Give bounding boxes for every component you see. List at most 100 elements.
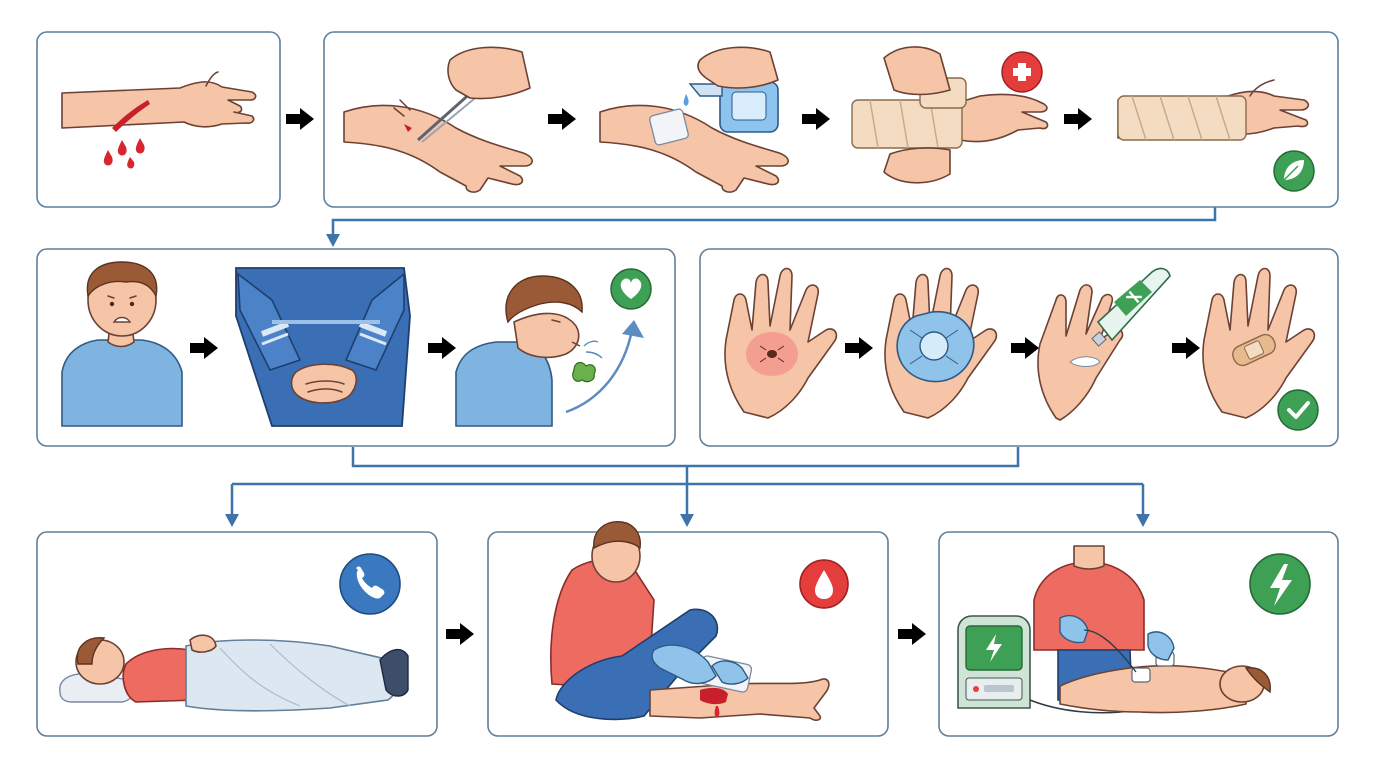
ice-pack-folds	[909, 329, 959, 365]
strip-pad	[1243, 340, 1265, 360]
eye	[129, 301, 135, 307]
ice-pack-cap	[919, 331, 949, 361]
connector-split-row3	[230, 466, 1145, 517]
injured-leg	[649, 678, 830, 721]
tube-cross	[1126, 290, 1142, 304]
relief-arrow	[565, 329, 634, 414]
bandage-wrap	[1117, 95, 1247, 141]
hand-top	[883, 46, 951, 96]
connector-row2-merge	[351, 447, 1020, 468]
tube-cap	[1091, 331, 1107, 347]
expel-object	[455, 275, 644, 427]
insect	[767, 350, 777, 358]
leg-wound	[700, 687, 728, 705]
forearm-illustration	[343, 104, 533, 193]
hand-bottom	[883, 147, 951, 184]
cough-lines	[583, 340, 603, 359]
blood-drop	[714, 706, 720, 718]
clasped-hands	[290, 363, 358, 404]
cut-arm-bleeding	[61, 71, 257, 169]
hair	[86, 261, 158, 299]
blood-drop	[117, 140, 127, 156]
blood-drop	[135, 138, 145, 154]
apply-ointment	[1037, 267, 1171, 421]
step-arrow	[286, 108, 314, 130]
step-arrow	[446, 623, 474, 645]
finger-lines	[305, 380, 345, 393]
blanket-folds	[219, 643, 351, 707]
rescuer-neck	[1073, 545, 1105, 570]
bottle-label	[731, 91, 767, 121]
hair	[505, 275, 583, 324]
remove-debris-tweezers	[343, 46, 533, 193]
aed-button	[973, 686, 979, 692]
tweezers-tool	[421, 93, 481, 143]
thumb-line	[1249, 79, 1275, 97]
mouth	[571, 341, 581, 347]
connector-arrowhead	[680, 514, 694, 527]
panel-wound-care	[323, 31, 1339, 208]
adhesive-bandage	[1202, 267, 1316, 419]
eyebrows	[107, 295, 137, 299]
eye	[109, 301, 115, 307]
jeans	[555, 608, 719, 721]
blood-drop	[103, 150, 113, 166]
aed-bolt	[986, 634, 1002, 662]
bandage-layers	[1131, 95, 1231, 141]
connectors	[225, 207, 1217, 527]
ointment-dab	[1069, 356, 1101, 367]
connector-arrowhead	[225, 514, 239, 527]
motion-lines	[393, 99, 411, 117]
blood-drop	[127, 157, 135, 169]
hair	[593, 521, 641, 550]
gloved-hand	[651, 644, 717, 685]
gauze-pad	[649, 108, 689, 146]
feet	[379, 649, 409, 697]
distressed-child	[61, 261, 183, 427]
bottle-pump	[688, 83, 723, 97]
expelled-object	[572, 361, 596, 383]
connector-arrowhead	[326, 234, 340, 247]
closed-eye	[551, 319, 561, 323]
thumb-line	[205, 71, 219, 87]
bandaged-arm	[1117, 79, 1310, 141]
bandage-wrap	[851, 99, 963, 149]
cut-wound	[112, 100, 150, 132]
lightning-icon	[1249, 553, 1311, 615]
reflective-stripes	[260, 321, 388, 337]
face	[513, 312, 580, 359]
plus-cross-icon	[1001, 51, 1043, 93]
hand-on-pump	[697, 46, 779, 89]
pad-wire	[1083, 629, 1137, 673]
hair	[76, 637, 106, 665]
victim-hair	[1244, 667, 1271, 694]
sting-on-hand	[724, 267, 838, 419]
wrap-bandage	[851, 46, 1049, 184]
heart-icon	[610, 268, 652, 310]
forearm-illustration	[599, 104, 789, 193]
connector-row1-to-row2	[331, 207, 1217, 242]
gloved-hand	[1147, 631, 1175, 661]
apply-sanitizer	[599, 46, 789, 193]
check-icon	[1277, 389, 1319, 431]
mouth	[112, 316, 132, 323]
step-arrow	[898, 623, 926, 645]
tweezers-tool	[417, 88, 475, 142]
insect-legs	[759, 345, 785, 363]
rescuer-body	[235, 267, 411, 427]
shirt	[61, 339, 183, 427]
abdominal-thrust	[235, 267, 411, 427]
press-gauze-on-leg	[550, 521, 830, 721]
phone-icon	[339, 553, 401, 615]
leaf-icon	[1273, 150, 1315, 192]
connector-arrowhead	[1136, 514, 1150, 527]
reflective-stripes	[261, 332, 387, 346]
cold-pack	[884, 267, 998, 419]
aed-display	[984, 685, 1014, 692]
rescuer-shirt	[1033, 561, 1145, 651]
relief-arrowhead	[622, 320, 644, 338]
gloved-hand	[1059, 614, 1089, 644]
forearm-illustration	[61, 81, 257, 129]
gloved-hand	[711, 660, 749, 685]
